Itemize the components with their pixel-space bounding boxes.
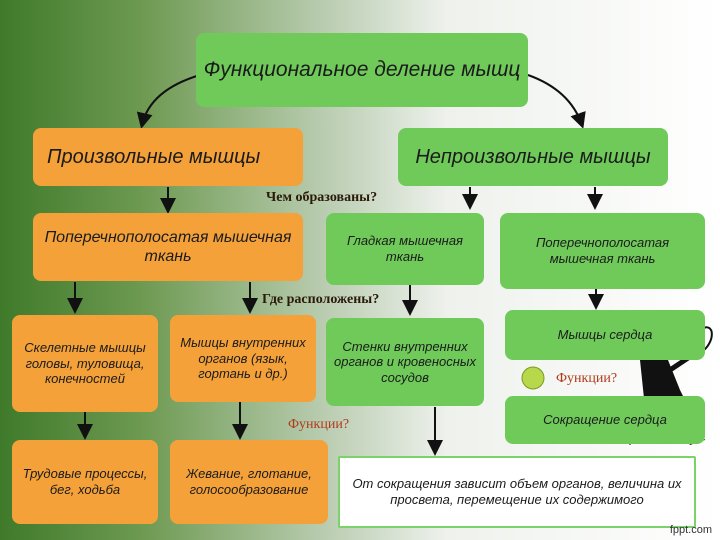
skeletal-location-box: Скелетные мышцы головы, туловища, конечн…	[12, 315, 158, 412]
smooth-tissue-label: Гладкая мышечная ткань	[347, 233, 463, 264]
contraction-effect-box: От сокращения зависит объем органов, вел…	[338, 456, 696, 528]
question-functions-left: Функции?	[288, 417, 350, 432]
involuntary-muscles-box: Непроизвольные мышцы	[398, 128, 668, 186]
internal-location-label: Мышцы внутренних органов (язык, гортань …	[180, 335, 306, 382]
footer-watermark: fppt.com	[669, 524, 712, 536]
voluntary-muscles-label: Произвольные мышцы	[47, 146, 261, 168]
heart-function-box: Сокращение сердца	[505, 396, 705, 444]
walls-location-box: Стенки внутренних органов и кровеносных …	[326, 318, 484, 406]
heart-location-box: Мышцы сердца	[505, 310, 705, 360]
voluntary-muscles-box: Произвольные мышцы	[33, 128, 303, 186]
voluntary-tissue-box: Поперечнополосатая мышечная ткань	[33, 213, 303, 281]
chewing-function-box: Жевание, глотание, голосообразование	[170, 440, 328, 524]
labor-function-box: Трудовые процессы, бег, ходьба	[12, 440, 158, 524]
voluntary-tissue-label: Поперечнополосатая мышечная ткань	[44, 228, 292, 265]
question-functions-right: Функции?	[556, 371, 618, 386]
heart-location-label: Мышцы сердца	[557, 327, 653, 343]
question-formed: Чем образованы?	[266, 190, 378, 205]
walls-location-label: Стенки внутренних органов и кровеносных …	[333, 338, 476, 385]
question-located: Где расположены?	[262, 292, 380, 307]
cardiac-tissue-box: Поперечнополосатая мышечная ткань	[500, 213, 705, 289]
title-box: Функциональное деление мышц	[196, 33, 528, 107]
contraction-effect-label: От сокращения зависит объем органов, вел…	[352, 476, 682, 507]
smooth-tissue-box: Гладкая мышечная ткань	[326, 213, 484, 285]
cardiac-tissue-label: Поперечнополосатая мышечная ткань	[535, 235, 670, 266]
tennis-ball	[521, 366, 545, 390]
title-text: Функциональное деление мышц	[203, 58, 521, 82]
skeletal-location-label: Скелетные мышцы головы, туловища, конечн…	[24, 340, 146, 387]
labor-function-label: Трудовые процессы, бег, ходьба	[22, 466, 148, 497]
chewing-function-label: Жевание, глотание, голосообразование	[186, 466, 312, 497]
involuntary-muscles-label: Непроизвольные мышцы	[415, 146, 651, 168]
heart-function-label: Сокращение сердца	[543, 412, 667, 428]
internal-location-box: Мышцы внутренних органов (язык, гортань …	[170, 315, 316, 402]
